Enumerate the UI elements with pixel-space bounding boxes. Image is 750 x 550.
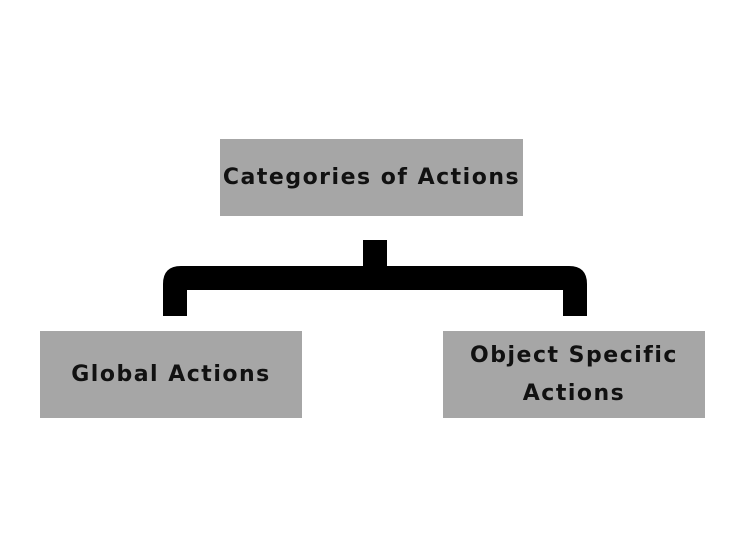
child-node-label-object-specific: Object Specific Actions [470,342,678,406]
root-node-label: Categories of Actions [222,164,521,190]
child-node-object-specific-actions: Object Specific Actions [443,331,705,418]
root-node-categories-of-actions: Categories of Actions [220,139,523,216]
child-node-global-actions: Global Actions [40,331,302,418]
child-node-label-global: Global Actions [71,361,271,387]
connector-bracket [163,266,587,316]
